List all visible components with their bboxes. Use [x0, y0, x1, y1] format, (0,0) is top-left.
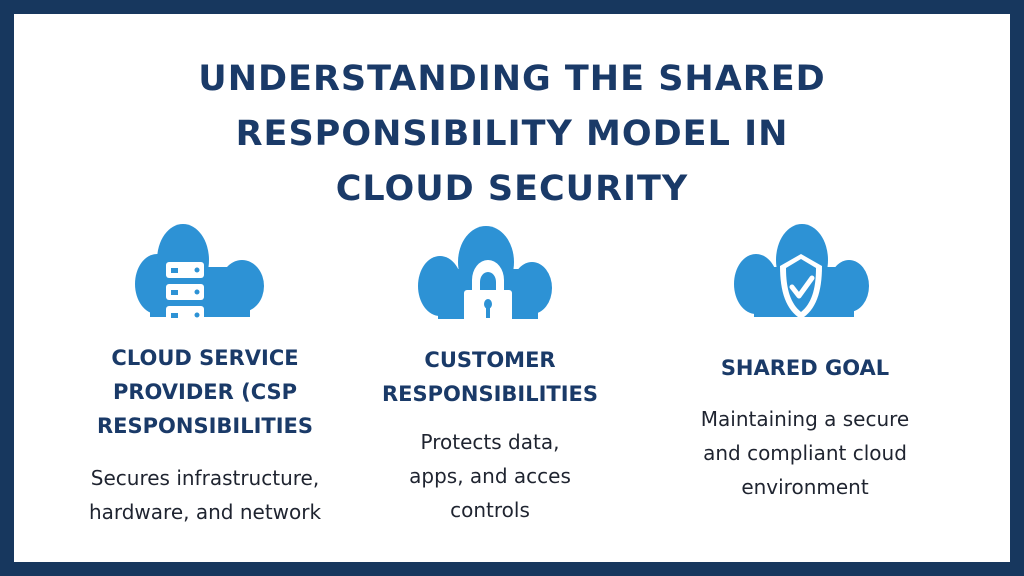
shared-goal-heading: SHARED GOAL: [655, 351, 955, 385]
page-title: UNDERSTANDING THE SHARED RESPONSIBILITY …: [0, 52, 1024, 217]
heading-line: PROVIDER (CSP: [112, 380, 298, 404]
cloud-lock-icon: [418, 226, 552, 324]
body-line: Secures infrastructure,: [90, 466, 320, 490]
body-line: hardware, and network: [88, 500, 322, 524]
body-line: Maintaining a secure: [700, 407, 910, 431]
body-line: controls: [450, 498, 530, 522]
csp-heading: CLOUD SERVICE PROVIDER (CSP RESPONSIBILI…: [55, 341, 355, 443]
heading-line: CLOUD SERVICE: [111, 346, 299, 370]
title-line: CLOUD SECURITY: [335, 169, 689, 209]
title-line: RESPONSIBILITY MODEL IN: [235, 114, 789, 154]
heading-line: RESPONSIBILITIES: [96, 414, 314, 438]
customer-heading: CUSTOMER RESPONSIBILITIES: [340, 343, 640, 411]
title-line: UNDERSTANDING THE SHARED: [198, 59, 826, 99]
body-line: Protects data,: [420, 430, 560, 454]
heading-line: SHARED GOAL: [720, 356, 890, 380]
body-line: apps, and acces: [409, 464, 571, 488]
shared-goal-description: Maintaining a secure and compliant cloud…: [655, 402, 955, 504]
body-line: environment: [741, 475, 869, 499]
body-line: and compliant cloud: [703, 441, 907, 465]
csp-description: Secures infrastructure, hardware, and ne…: [55, 461, 355, 529]
customer-description: Protects data, apps, and acces controls: [340, 425, 640, 527]
heading-line: RESPONSIBILITIES: [381, 382, 599, 406]
cloud-server-icon: [135, 224, 264, 328]
cloud-shield-check-icon: [734, 224, 869, 319]
heading-line: CUSTOMER: [424, 348, 556, 372]
